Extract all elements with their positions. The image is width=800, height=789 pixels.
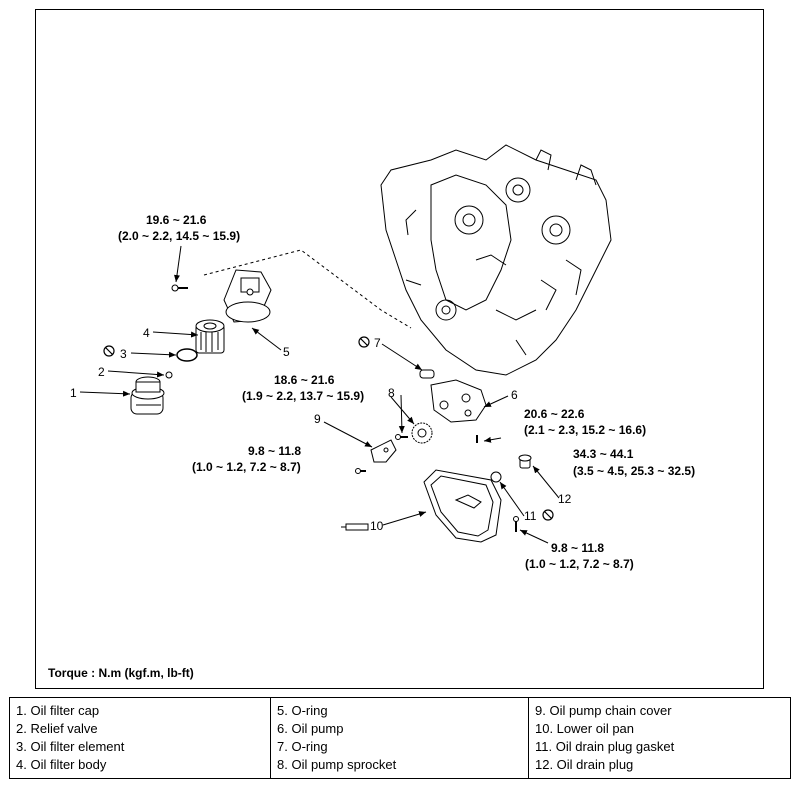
torque-chain-cover-alt: (1.0 ~ 1.2, 7.2 ~ 8.7) — [192, 460, 301, 474]
callout-10: 10 — [370, 519, 384, 533]
engine-block-illustration — [380, 144, 612, 376]
legend-item: 2. Relief valve — [16, 721, 98, 736]
lower-oil-pan-illustration — [423, 469, 502, 543]
oring-7-illustration — [419, 369, 435, 379]
torque-oil-pan-alt: (1.0 ~ 1.2, 7.2 ~ 8.7) — [525, 557, 634, 571]
callout-11: 11 — [524, 509, 537, 523]
legend-item: 6. Oil pump — [277, 721, 344, 736]
torque-oil-pump-alt: (1.9 ~ 2.2, 13.7 ~ 15.9) — [242, 389, 364, 403]
torque-pump-bolt-alt: (2.1 ~ 2.3, 15.2 ~ 16.6) — [524, 423, 646, 437]
callout-5: 5 — [283, 345, 290, 359]
callout-9: 9 — [314, 412, 321, 426]
legend-item: 10. Lower oil pan — [535, 721, 635, 736]
oil-pump-chain-cover-illustration — [370, 439, 397, 463]
oil-pump-sprocket-illustration — [411, 422, 433, 444]
legend-item: 8. Oil pump sprocket — [277, 757, 397, 772]
callout-8: 8 — [388, 386, 395, 400]
callout-6: 6 — [511, 388, 518, 402]
oil-filter-body-illustration — [223, 269, 272, 323]
torque-unit-note: Torque : N.m (kgf.m, lb-ft) — [48, 666, 194, 680]
legend-column-3: 9. Oil pump chain cover 10. Lower oil pa… — [529, 698, 790, 778]
callout-12: 12 — [558, 492, 572, 506]
oil-filter-element-illustration — [195, 319, 225, 354]
oil-pump-bolts-illustration — [395, 434, 478, 443]
relief-valve-illustration — [165, 371, 173, 379]
legend-item: 1. Oil filter cap — [16, 703, 100, 718]
chain-cover-bolt-illustration — [355, 468, 366, 474]
torque-oil-pan-nm: 9.8 ~ 11.8 — [551, 541, 604, 555]
diagram-frame: 1 2 3 4 5 6 7 8 9 10 11 12 19.6 ~ 21.6 (… — [35, 9, 764, 689]
do-not-reuse-icon — [542, 509, 554, 521]
exploded-diagram: 1 2 3 4 5 6 7 8 9 10 11 12 19.6 ~ 21.6 (… — [70, 144, 695, 571]
legend-item: 7. O-ring — [277, 739, 328, 754]
legend-column-1: 1. Oil filter cap 2. Relief valve 3. Oil… — [10, 698, 271, 778]
torque-pump-bolt-nm: 20.6 ~ 22.6 — [524, 407, 585, 421]
legend-column-2: 5. O-ring 6. Oil pump 7. O-ring 8. Oil p… — [271, 698, 529, 778]
callout-2: 2 — [98, 365, 105, 379]
oil-drain-plug-illustration — [518, 454, 532, 469]
legend-item: 4. Oil filter body — [16, 757, 107, 772]
torque-chain-cover-nm: 9.8 ~ 11.8 — [248, 444, 301, 458]
legend-item: 9. Oil pump chain cover — [535, 703, 672, 718]
oil-pan-bolt-illustration — [513, 516, 519, 532]
callout-1: 1 — [70, 386, 77, 400]
torque-drain-plug-nm: 34.3 ~ 44.1 — [573, 447, 634, 461]
filter-body-bolt-illustration — [171, 284, 188, 292]
oil-filter-cap-illustration — [130, 376, 165, 415]
callout-7: 7 — [374, 336, 381, 350]
legend-item: 11. Oil drain plug gasket — [535, 739, 675, 754]
torque-filter-body-nm: 19.6 ~ 21.6 — [146, 213, 207, 227]
legend-item: 12. Oil drain plug — [535, 757, 634, 772]
torque-filter-body-alt: (2.0 ~ 2.2, 14.5 ~ 15.9) — [118, 229, 240, 243]
do-not-reuse-icon — [358, 336, 370, 348]
legend-item: 3. Oil filter element — [16, 739, 125, 754]
oring-3-illustration — [176, 348, 198, 362]
legend-item: 5. O-ring — [277, 703, 328, 718]
torque-drain-plug-alt: (3.5 ~ 4.5, 25.3 ~ 32.5) — [573, 464, 695, 478]
parts-legend-table: 1. Oil filter cap 2. Relief valve 3. Oil… — [9, 697, 791, 779]
sealant-tube-illustration — [341, 523, 369, 531]
oil-pump-illustration — [430, 379, 487, 423]
callout-3: 3 — [120, 347, 127, 361]
callout-4: 4 — [143, 326, 150, 340]
oil-drain-plug-gasket-illustration — [490, 471, 502, 483]
torque-oil-pump-nm: 18.6 ~ 21.6 — [274, 373, 335, 387]
do-not-reuse-icon — [103, 345, 115, 357]
